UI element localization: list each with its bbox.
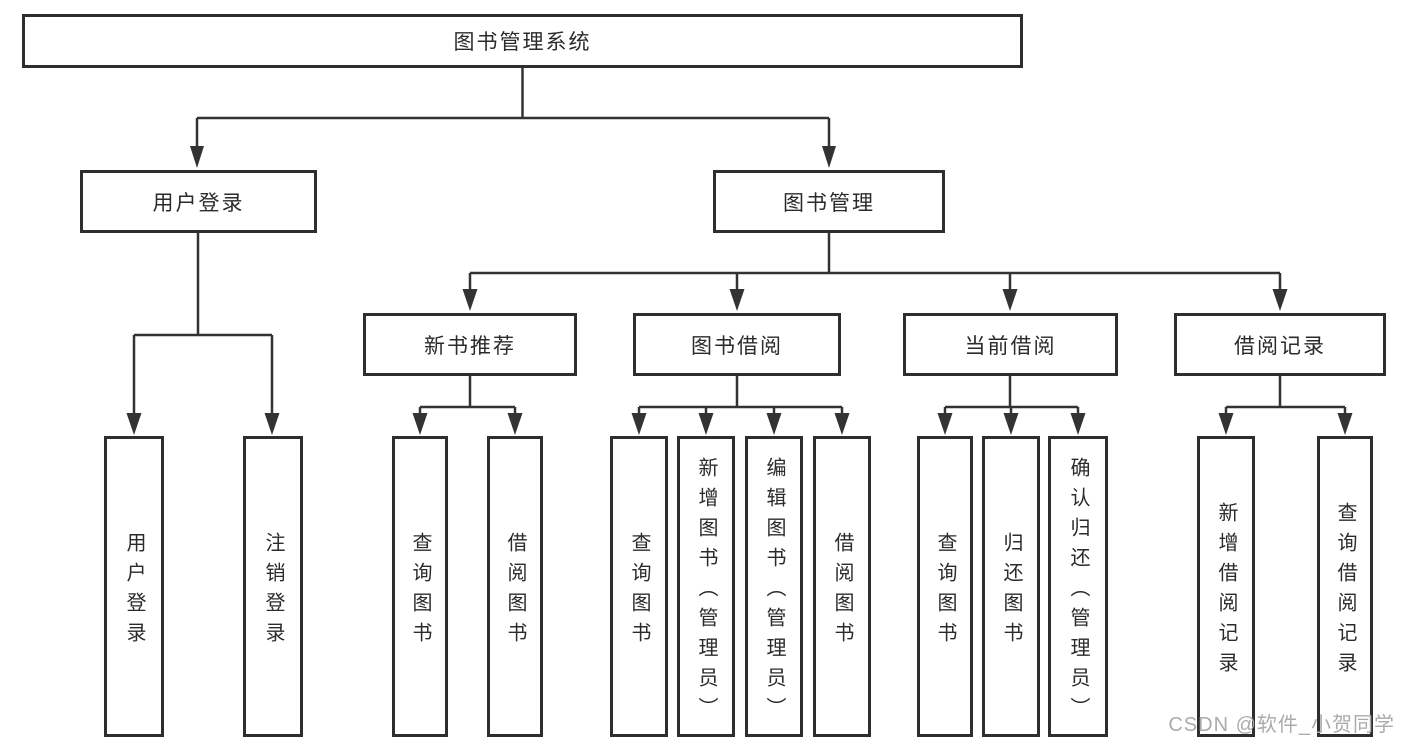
connector-book-borrow-branch (631, 376, 850, 435)
connector-borrow-record-branch (1218, 376, 1353, 435)
leaf-add-borrow-record: 新增借阅记录 (1197, 436, 1255, 737)
csdn-watermark: CSDN @软件_小贺同学 (1168, 714, 1395, 736)
arrowheads (126, 413, 280, 435)
leaf-borrow-books: 借阅图书 (813, 436, 871, 737)
leaf-query-borrow-record: 查询借阅记录 (1317, 436, 1373, 737)
leaf-user-login: 用户登录 (104, 436, 164, 737)
node-library-management-system: 图书管理系统 (22, 14, 1023, 68)
node-label: 确认归还（管理员） (1067, 456, 1089, 727)
node-label: 查询图书 (409, 531, 431, 652)
node-label: 编辑图书（管理员） (763, 456, 785, 727)
node-label: 图书借阅 (691, 334, 783, 358)
connector-new-book-branch (412, 376, 523, 435)
arrowheads (190, 146, 836, 168)
arrowheads (412, 413, 523, 435)
node-label: 当前借阅 (964, 334, 1057, 358)
node-label: 查询图书 (628, 531, 650, 652)
node-label: 图书管理 (783, 191, 875, 215)
connector-user-login-branch (126, 233, 280, 435)
leaf-query-books-recommend: 查询图书 (392, 436, 448, 737)
arrowheads (1218, 413, 1353, 435)
node-label: 注销登录 (262, 531, 284, 652)
node-label: 借阅记录 (1234, 334, 1326, 358)
connector-current-borrow-branch (937, 376, 1086, 435)
node-user-login: 用户登录 (80, 170, 317, 233)
node-label: 用户登录 (152, 191, 245, 215)
node-label: 图书管理系统 (453, 31, 592, 54)
leaf-logout: 注销登录 (243, 436, 303, 737)
node-label: 新增图书（管理员） (695, 456, 717, 727)
node-new-book-recommend: 新书推荐 (363, 313, 577, 376)
node-label: 借阅图书 (504, 531, 526, 652)
node-label: 用户登录 (123, 531, 145, 652)
connector-book-mgmt-to-level2 (462, 233, 1288, 311)
arrowheads (462, 289, 1288, 311)
node-label: 新增借阅记录 (1215, 501, 1237, 682)
node-current-borrowing: 当前借阅 (903, 313, 1118, 376)
arrowheads (631, 413, 850, 435)
node-book-borrowing: 图书借阅 (633, 313, 841, 376)
leaf-confirm-return-admin: 确认归还（管理员） (1048, 436, 1108, 737)
node-label: 查询图书 (934, 531, 956, 652)
leaf-add-books-admin: 新增图书（管理员） (677, 436, 735, 737)
leaf-borrow-books-recommend: 借阅图书 (487, 436, 543, 737)
leaf-query-books-borrow: 查询图书 (610, 436, 668, 737)
node-label: 查询借阅记录 (1334, 501, 1356, 682)
node-borrowing-records: 借阅记录 (1174, 313, 1386, 376)
node-label: 归还图书 (1000, 531, 1022, 652)
node-label: 借阅图书 (831, 531, 853, 652)
arrowheads (937, 413, 1086, 435)
leaf-return-books: 归还图书 (982, 436, 1040, 737)
node-book-management: 图书管理 (713, 170, 945, 233)
connector-root-to-level1 (190, 68, 836, 168)
leaf-edit-books-admin: 编辑图书（管理员） (745, 436, 803, 737)
leaf-query-books-current: 查询图书 (917, 436, 973, 737)
node-label: 新书推荐 (424, 334, 516, 358)
